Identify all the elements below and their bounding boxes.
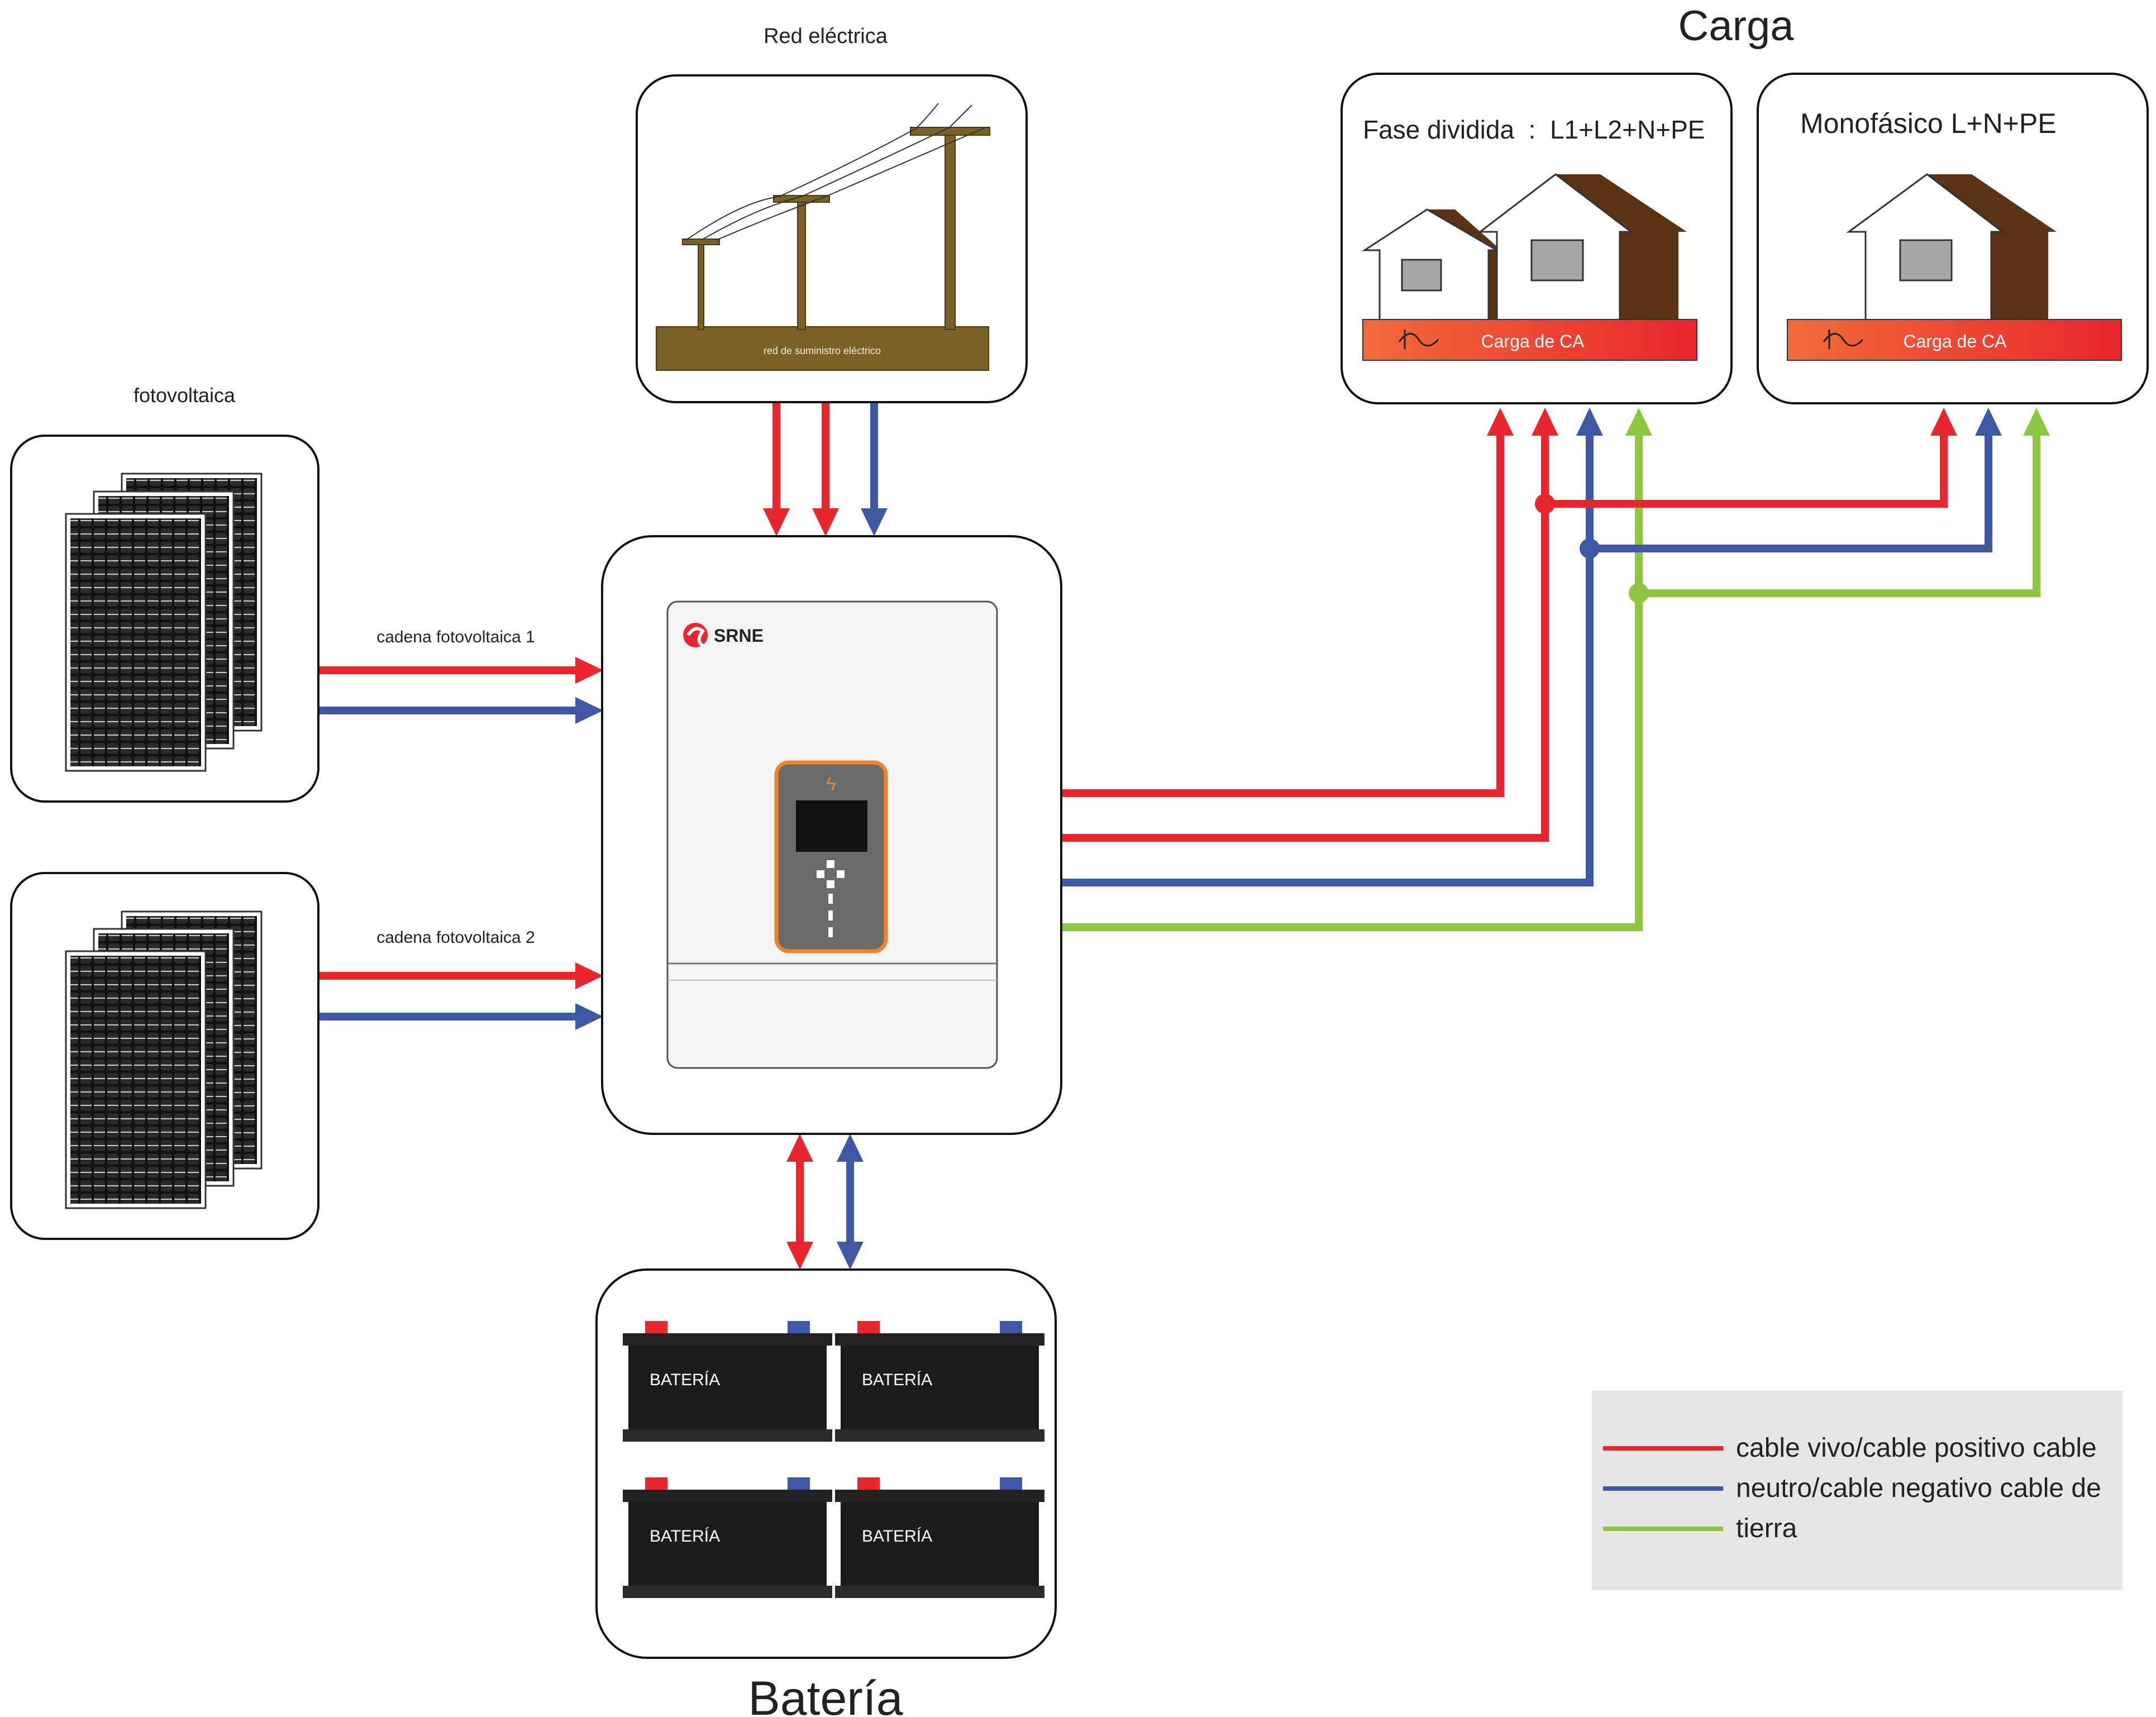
battery-section: BATERÍA BATERÍA BATERÍA BATERÍA Batería: [595, 1268, 1057, 1717]
ac-sine-wave-icon: [1398, 330, 1439, 349]
battery-label: BATERÍA: [862, 1371, 932, 1389]
house-icon: [1846, 173, 2057, 322]
legend-item-ground: tierra: [1736, 1514, 1797, 1543]
wire-junction-dots: [1535, 494, 1649, 603]
battery-label: BATERÍA: [862, 1527, 932, 1546]
battery-wires: [786, 1134, 864, 1270]
inverter-screen: [796, 800, 867, 852]
pv-string-1-label: cadena fotovoltaica 1: [376, 628, 535, 646]
solar-panel-icon: [65, 473, 263, 772]
battery-label: BATERÍA: [650, 1371, 720, 1389]
battery-title: Batería: [748, 1672, 903, 1717]
house-icon: [1361, 208, 1502, 322]
house-icon: [1477, 173, 1687, 322]
grid-title: Red eléctrica: [764, 25, 888, 48]
ac-output-arrowheads: [1487, 408, 2050, 436]
ac-load-bar: Carga de CA: [1362, 319, 1697, 361]
grid-input-wires: [763, 402, 888, 536]
pv-title: fotovoltaica: [133, 384, 236, 407]
pv-string-2-wires: [318, 962, 603, 1030]
single-phase-label: Monofásico L+N+PE: [1800, 108, 2057, 139]
grid-box: [636, 74, 1028, 403]
legend-item-neutral: neutro/cable negativo cable de: [1736, 1473, 2101, 1503]
ac-load-bar: Carga de CA: [1787, 319, 2122, 361]
battery-icon: BATERÍA: [835, 1321, 1044, 1442]
battery-icon: BATERÍA: [835, 1477, 1044, 1598]
inverter-buttons: [817, 860, 845, 937]
power-line-poles-icon: red de suministro eléctrico: [656, 103, 990, 371]
inverter-section: SRNE ϟ: [601, 535, 1062, 1135]
split-phase-label: Fase dividida : L1+L2+N+PE: [1363, 115, 1705, 144]
pv-string-2-label: cadena fotovoltaica 2: [376, 928, 535, 947]
grid-ground-label: red de suministro eléctrico: [764, 345, 881, 356]
ac-sine-wave-icon: [1823, 330, 1864, 349]
pv-section: fotovoltaica cadena fotovoltaica 1 caden…: [10, 384, 535, 1240]
load-title: Carga: [1678, 2, 1795, 50]
legend: cable vivo/cable positivo cable neutro/c…: [1592, 1391, 2122, 1590]
legend-item-live: cable vivo/cable positivo cable: [1736, 1433, 2097, 1463]
battery-icon: BATERÍA: [623, 1321, 832, 1442]
load-section: Carga Fase dividida : L1+L2+N+PE Carga d…: [1341, 2, 2149, 404]
solar-panel-icon: [65, 910, 263, 1209]
inverter-brand: SRNE: [714, 626, 764, 646]
inverter-control-panel: ϟ: [774, 760, 888, 953]
srne-logo-icon: [683, 623, 708, 647]
inverter-unit: SRNE ϟ: [666, 600, 998, 1069]
ac-load-text: Carga de CA: [1481, 331, 1585, 351]
battery-label: BATERÍA: [650, 1527, 720, 1546]
pv-string-1-wires: [318, 657, 603, 724]
battery-icon: BATERÍA: [623, 1477, 832, 1598]
lightning-icon: ϟ: [826, 774, 836, 795]
ac-load-text: Carga de CA: [1904, 331, 2007, 351]
wires: [318, 402, 2050, 1270]
grid-section: Red eléctrica red de suministro eléctric…: [636, 25, 1028, 403]
